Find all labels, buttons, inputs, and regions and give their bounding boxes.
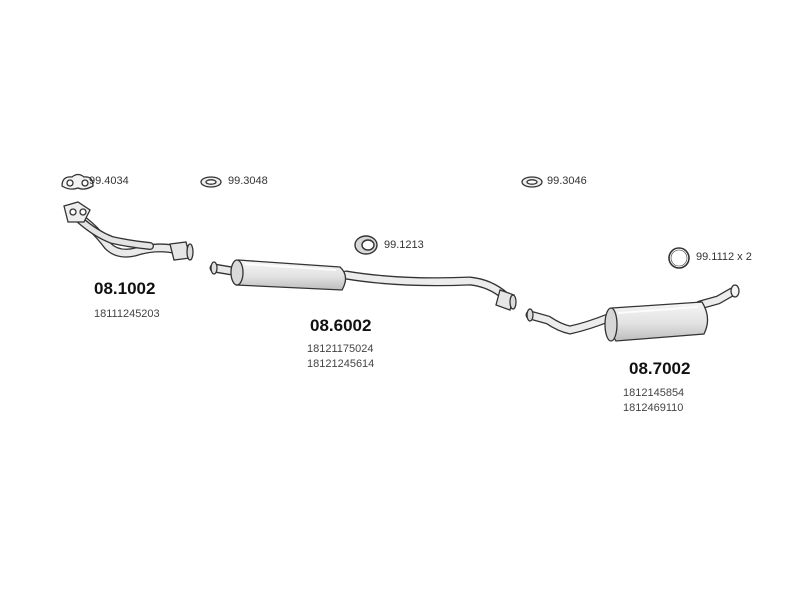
rear-silencer-08-7002 <box>525 284 740 342</box>
gasket-99-1213-icon <box>354 235 378 255</box>
gasket-label-99-4034: 99.4034 <box>89 175 129 187</box>
gasket-99-4034-icon <box>61 173 94 190</box>
oem-number: 18121245614 <box>307 358 375 370</box>
part-code-08-1002: 08.1002 <box>94 279 156 298</box>
gasket-label-99-3046: 99.3046 <box>547 175 587 187</box>
gasket-99-3046-icon <box>521 176 543 188</box>
gasket-99-3048-icon <box>200 176 222 188</box>
ring-label-99-1112: 99.1112 x 2 <box>696 251 752 263</box>
oem-number: 18111245203 <box>94 308 160 320</box>
oem-number: 1812145854 <box>623 387 685 399</box>
front-pipe-08-1002 <box>63 201 194 261</box>
part-code-08-6002: 08.6002 <box>310 316 372 335</box>
gasket-label-99-1213: 99.1213 <box>384 239 424 251</box>
ring-99-1112-icon <box>668 247 690 269</box>
oem-number: 1812469110 <box>623 402 684 414</box>
middle-silencer-08-6002 <box>209 259 517 311</box>
gasket-label-99-3048: 99.3048 <box>228 175 268 187</box>
part-code-08-7002: 08.7002 <box>629 359 691 378</box>
oem-number: 18121175024 <box>307 343 374 355</box>
